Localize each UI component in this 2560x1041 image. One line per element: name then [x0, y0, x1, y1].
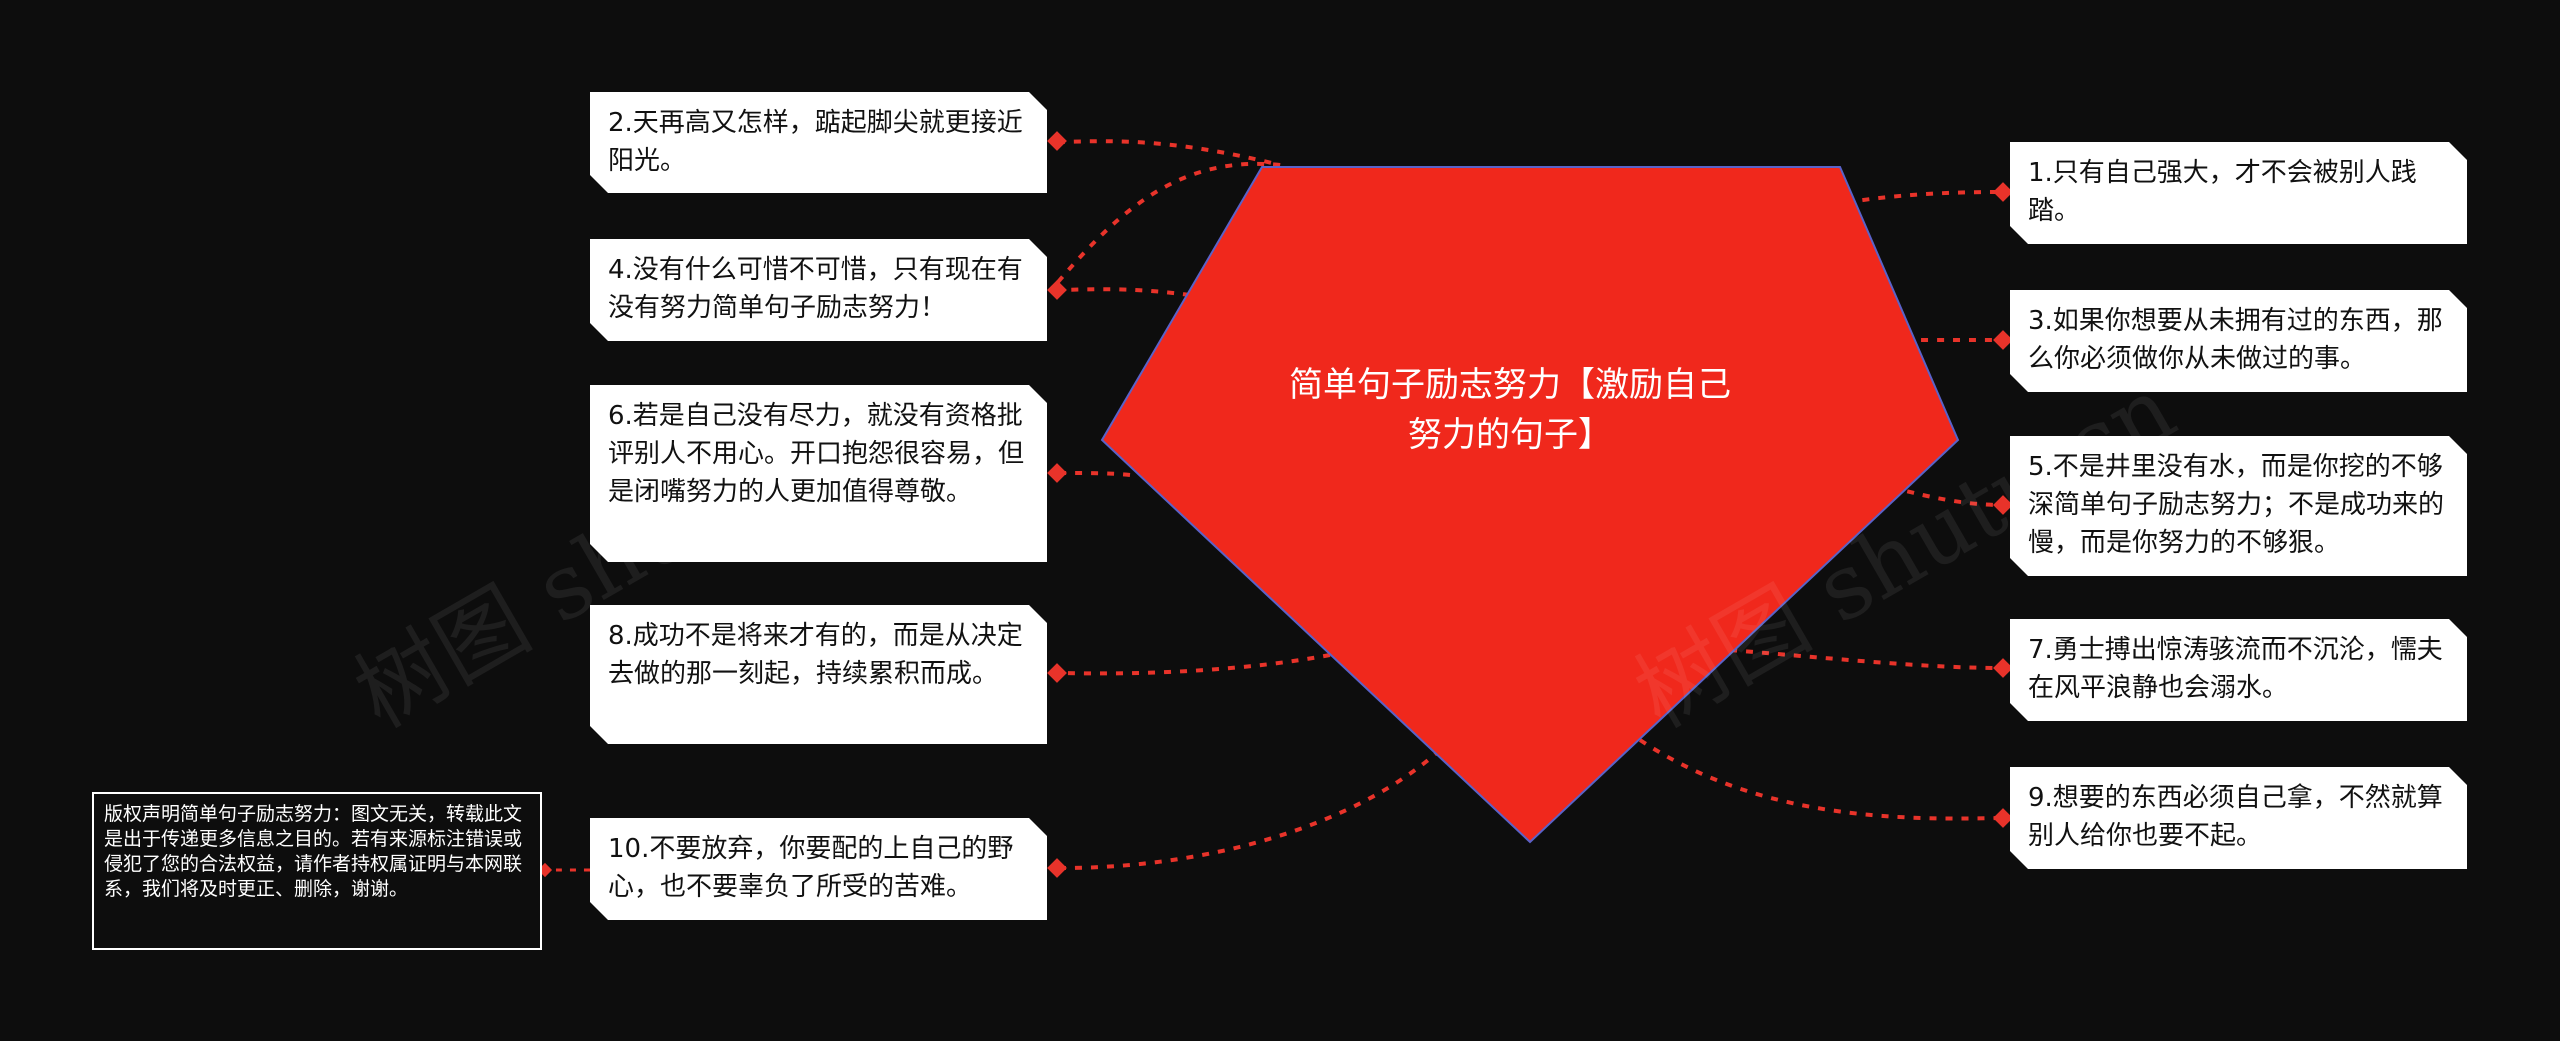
link-center-node-2: [1056, 139, 1281, 284]
topic-node-1[interactable]: 1.只有自己强大，才不会被别人践踏。: [2010, 142, 2467, 244]
link-dot-node-1: [1993, 182, 2013, 202]
topic-node-2[interactable]: 2.天再高又怎样，踮起脚尖就更接近阳光。: [590, 92, 1047, 193]
link-dot-node-6: [1047, 463, 1067, 483]
link-dot-node-9: [1993, 808, 2013, 828]
link-dot-node-5: [1993, 495, 2013, 515]
link-center-node-4: [1061, 287, 1191, 297]
link-center-node-6: [1061, 471, 1131, 477]
topic-node-3[interactable]: 3.如果你想要从未拥有过的东西，那么你必须做你从未做过的事。: [2010, 290, 2467, 392]
center-title: 简单句子励志努力【激励自己努力的句子】: [1289, 365, 1731, 455]
link-center-node-1: [1814, 190, 2003, 210]
link-dot-node-4: [1047, 280, 1067, 300]
link-dot-node-3: [1993, 330, 2013, 350]
copyright-note: 版权声明简单句子励志努力：图文无关，转载此文是出于传递更多信息之目的。若有来源标…: [92, 792, 542, 950]
center-pentagon[interactable]: [1100, 166, 1960, 844]
topic-node-5[interactable]: 5.不是井里没有水，而是你挖的不够深简单句子励志努力；不是成功来的慢，而是你努力…: [2010, 436, 2467, 576]
link-center-node-7: [1729, 648, 2003, 670]
link-center-node-5: [1829, 468, 2003, 507]
link-dot-node-10: [1047, 858, 1067, 878]
topic-node-6[interactable]: 6.若是自己没有尽力，就没有资格批评别人不用心。开口抱怨很容易，但是闭嘴努力的人…: [590, 385, 1047, 562]
link-dot-node-7: [1993, 658, 2013, 678]
link-center-node-9: [1638, 738, 2003, 821]
topic-node-10[interactable]: 10.不要放弃，你要配的上自己的野心，也不要辜负了所受的苦难。: [590, 818, 1047, 920]
link-dot-node-2: [1047, 131, 1067, 151]
link-center-node-10: [1061, 748, 1442, 870]
topic-node-9[interactable]: 9.想要的东西必须自己拿，不然就算别人给你也要不起。: [2010, 767, 2467, 869]
link-dot-node-8: [1047, 663, 1067, 683]
topic-node-8[interactable]: 8.成功不是将来才有的，而是从决定去做的那一刻起，持续累积而成。: [590, 605, 1047, 744]
topic-node-7[interactable]: 7.勇士搏出惊涛骇流而不沉沦，懦夫在风平浪静也会溺水。: [2010, 619, 2467, 721]
topic-node-4[interactable]: 4.没有什么可惜不可惜，只有现在有没有努力简单句子励志努力！: [590, 239, 1047, 341]
link-center-node-8: [1061, 653, 1331, 676]
